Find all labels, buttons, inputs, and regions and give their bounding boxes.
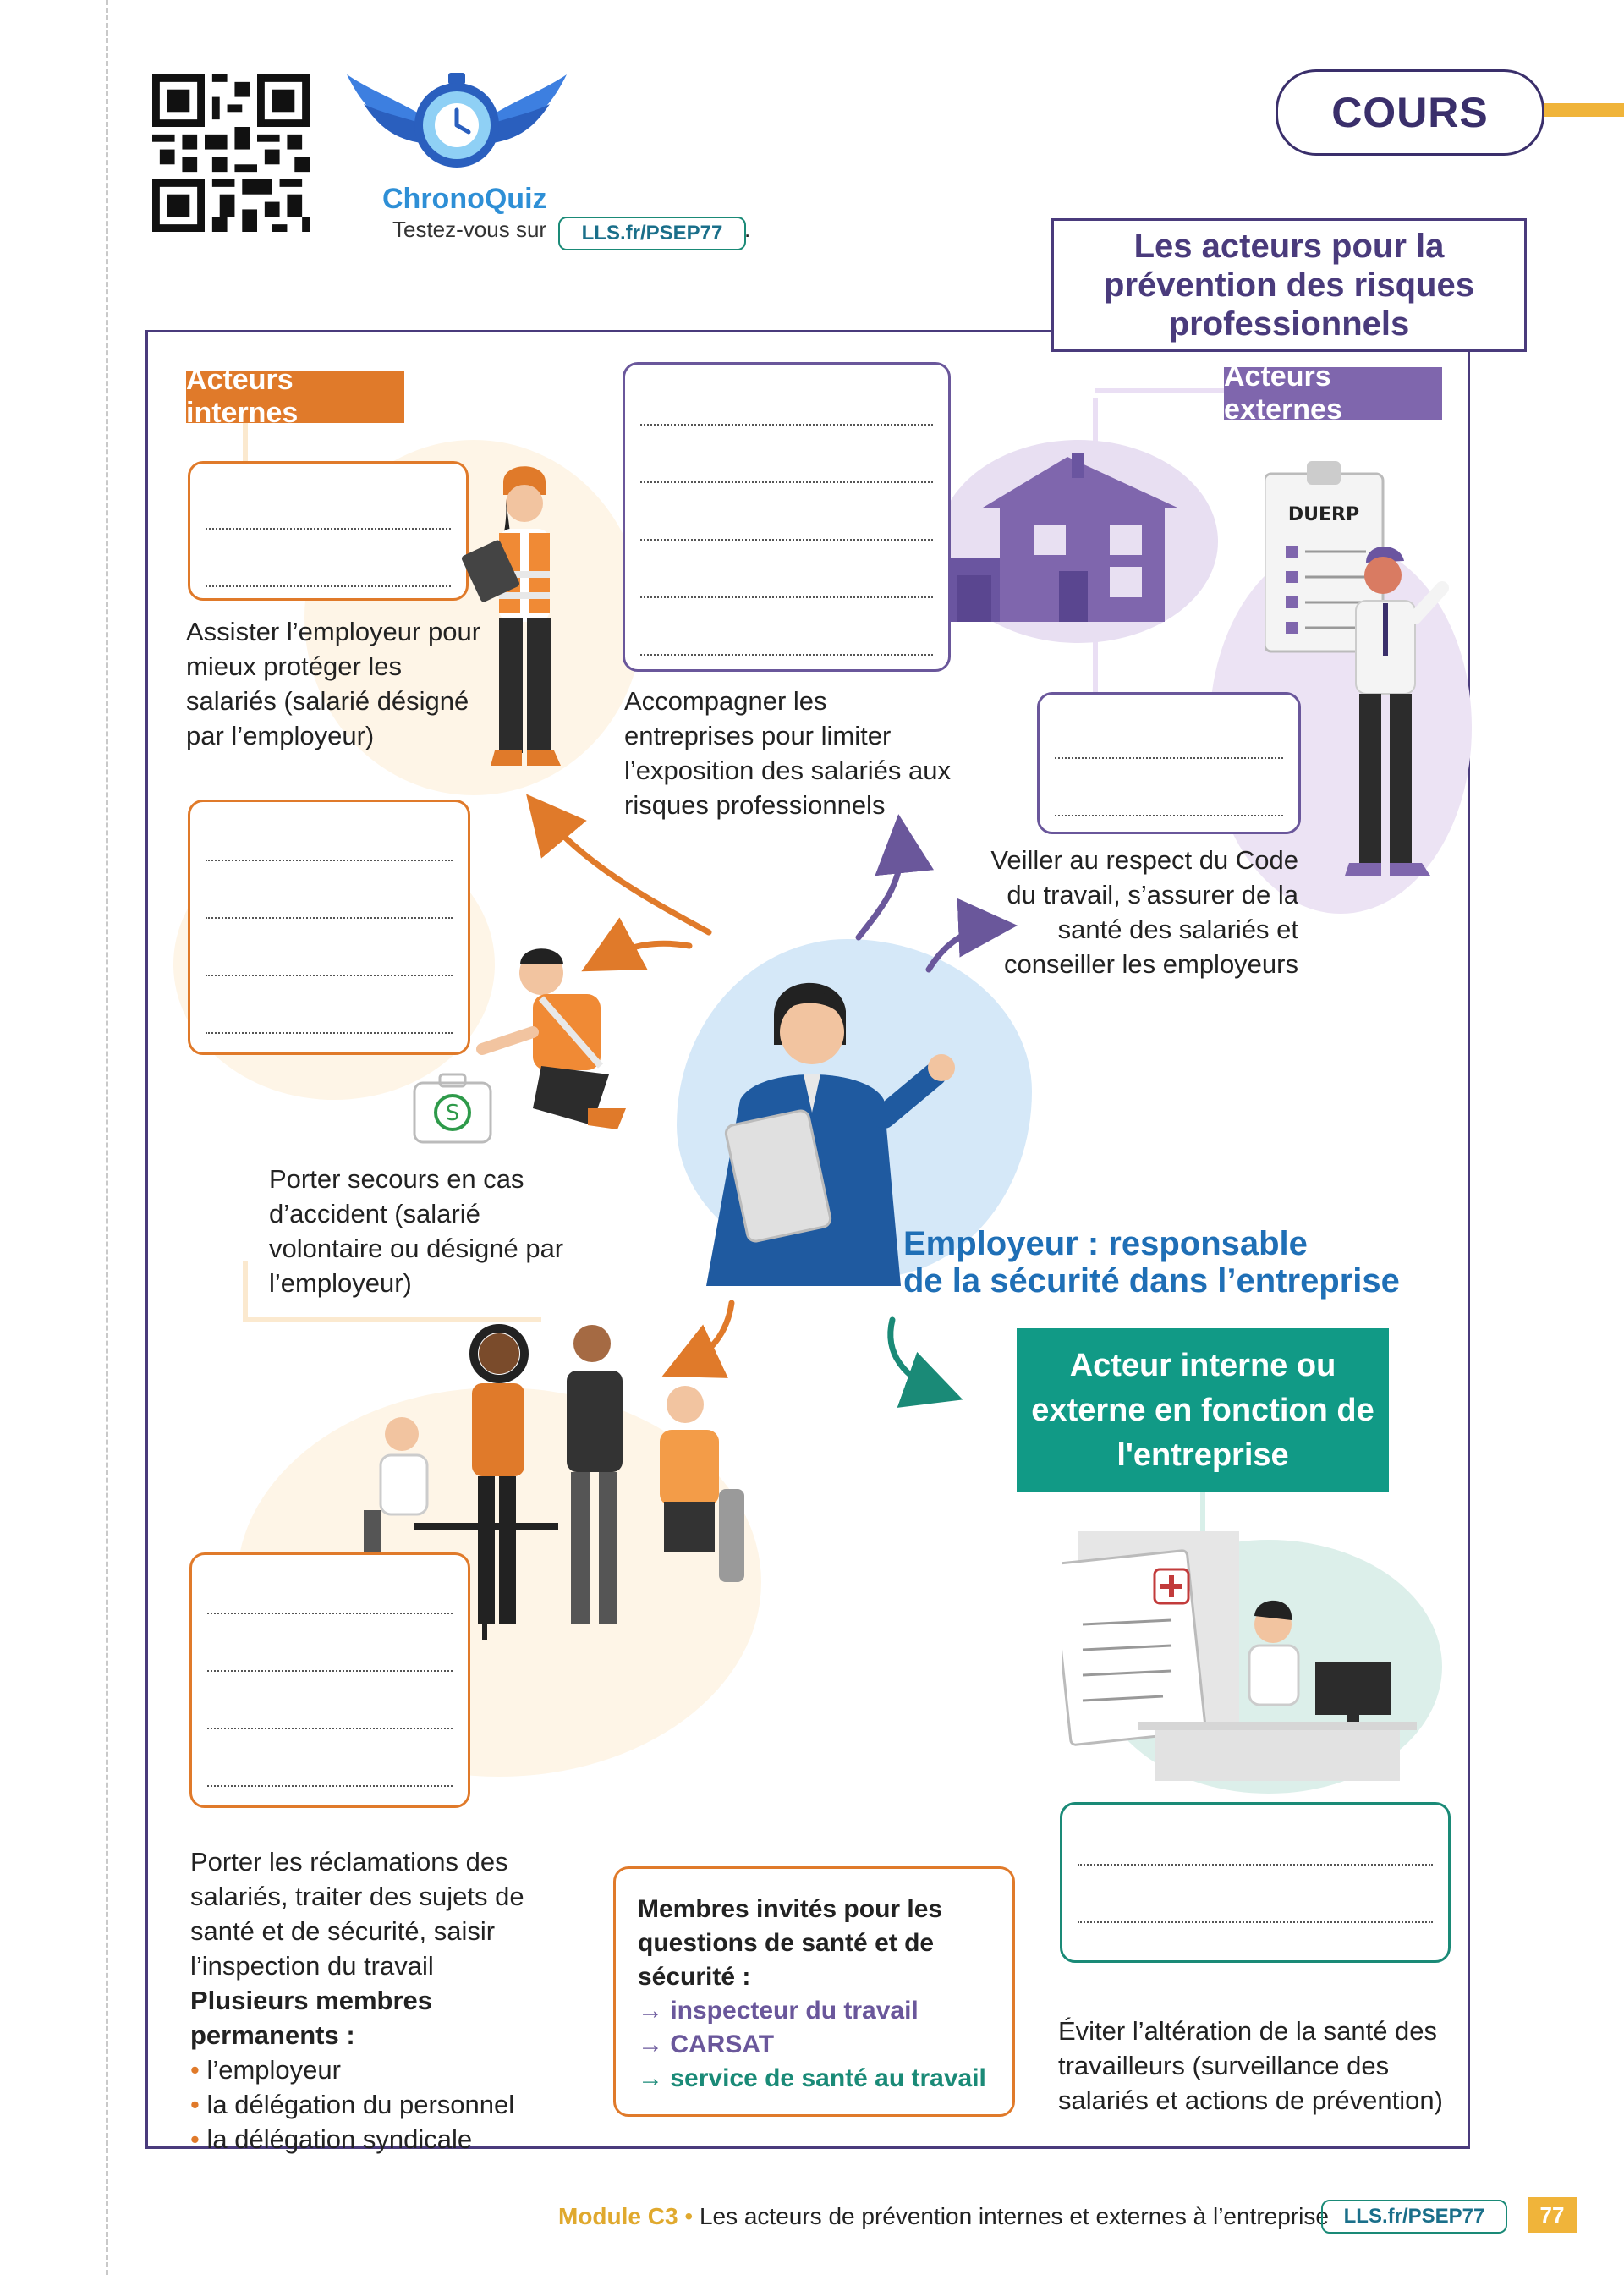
building-illustration xyxy=(949,453,1177,622)
employer-title-line2: de la sécurité dans l’entreprise xyxy=(903,1262,1400,1300)
safety-worker-woman-illustration xyxy=(461,466,561,766)
occupational-doctor-illustration xyxy=(1062,1531,1417,1781)
footer-bullet: • xyxy=(684,2203,694,2229)
arrow-to-health-service xyxy=(887,1316,963,1408)
tag-external-text: Acteurs externes xyxy=(1224,360,1342,426)
claims-description: Porter les réclamations des salariés, tr… xyxy=(190,1844,588,2157)
quiz-link-text: LLS.fr/PSEP77 xyxy=(581,222,723,245)
answer-line xyxy=(207,1579,453,1614)
arrow-to-rescuer xyxy=(581,917,693,972)
answer-line xyxy=(207,1729,453,1787)
assist-description: Assister l’employeur pour mieux protéger… xyxy=(186,617,481,750)
arrow-to-cse xyxy=(661,1300,735,1378)
answer-line xyxy=(207,1672,453,1729)
quiz-link[interactable]: LLS.fr/PSEP77 xyxy=(558,217,746,250)
content-frame xyxy=(145,330,1470,2149)
svg-text:S: S xyxy=(446,1101,460,1126)
answer-box-assistant[interactable] xyxy=(188,461,469,601)
quiz-suffix: . xyxy=(744,217,751,242)
first-aid-rescuer-illustration: S xyxy=(413,948,626,1144)
permanent-member-item: • la délégation du personnel xyxy=(190,2090,515,2119)
footer-link-text: LLS.fr/PSEP77 xyxy=(1343,2205,1485,2228)
page-title: Les acteurs pour la prévention des risqu… xyxy=(1051,218,1527,352)
page-number-text: 77 xyxy=(1539,2201,1565,2228)
section-label-text: COURS xyxy=(1331,89,1489,136)
tag-external-actors: Acteurs externes xyxy=(1224,360,1442,426)
answer-line xyxy=(640,483,933,541)
qr-code xyxy=(152,74,310,232)
answer-line xyxy=(207,1614,453,1672)
answer-box-cse[interactable] xyxy=(189,1552,470,1808)
answer-line xyxy=(206,487,451,530)
inspect-description: Veiller au respect du Code du travail, s… xyxy=(990,845,1298,979)
answer-line xyxy=(206,976,453,1034)
invited-member-carsat: → CARSAT xyxy=(638,2030,775,2058)
section-label: COURS xyxy=(1276,69,1544,156)
internal-or-external-text: Acteur interne ou externe en fonction de… xyxy=(1031,1347,1374,1473)
answer-line xyxy=(1078,1828,1433,1866)
arrow-to-assistant xyxy=(526,794,712,936)
answer-line xyxy=(1055,718,1283,759)
chronoquiz-logo xyxy=(347,73,567,168)
labour-inspector-illustration: DUERP xyxy=(1265,461,1449,876)
answer-line xyxy=(206,826,453,861)
footer-module: Module C3 xyxy=(558,2203,678,2229)
cours-accent-line xyxy=(1531,103,1624,117)
cut-line xyxy=(106,0,108,2275)
tag-internal-text: Acteurs internes xyxy=(186,364,299,429)
duerp-label: DUERP xyxy=(1288,504,1359,525)
answer-line xyxy=(1078,1866,1433,1923)
permanent-member-item: • la délégation syndicale xyxy=(190,2124,473,2154)
footer-link[interactable]: LLS.fr/PSEP77 xyxy=(1321,2200,1507,2234)
employer-title-line1: Employeur : responsable xyxy=(903,1225,1308,1262)
answer-line xyxy=(640,598,933,656)
answer-box-labour-inspection[interactable] xyxy=(1037,692,1301,834)
page-number: 77 xyxy=(1528,2197,1577,2233)
employer-illustration xyxy=(706,982,955,1286)
invited-member-health-service: → service de santé au travail xyxy=(638,2064,986,2092)
footer-text: Les acteurs de prévention internes et ex… xyxy=(699,2203,1329,2229)
footer-caption: Module C3 • Les acteurs de prévention in… xyxy=(558,2203,1329,2230)
invited-member-inspector: → inspecteur du travail xyxy=(638,1997,919,2025)
arrow-to-inspection xyxy=(925,898,1018,973)
answer-line xyxy=(1055,759,1283,816)
answer-line xyxy=(206,861,453,919)
permanent-members-title: Plusieurs membres permanents : xyxy=(190,1986,433,2050)
arrow-to-carsat xyxy=(855,814,934,941)
quiz-prompt: Testez-vous sur xyxy=(392,217,547,242)
answer-box-carsat[interactable] xyxy=(623,362,951,672)
invited-members-box: Membres invités pour les questions de sa… xyxy=(613,1866,1015,2117)
answer-line xyxy=(206,530,451,587)
accompany-description: Accompagner les entreprises pour limiter… xyxy=(624,686,951,820)
health-description: Éviter l’altération de la santé des trav… xyxy=(1058,2016,1443,2115)
rescue-description: Porter secours en cas d’accident (salari… xyxy=(269,1164,564,1298)
answer-box-first-aid[interactable] xyxy=(188,800,470,1055)
tag-internal-actors: Acteurs internes xyxy=(186,364,404,429)
invited-members-title: Membres invités pour les questions de sa… xyxy=(638,1895,943,1991)
permanent-member-item: • l’employeur xyxy=(190,2055,341,2085)
claims-text: Porter les réclamations des salariés, tr… xyxy=(190,1847,524,1981)
answer-line xyxy=(640,541,933,598)
answer-line xyxy=(206,919,453,976)
chronoquiz-name: ChronoQuiz xyxy=(382,183,547,215)
answer-line xyxy=(640,426,933,483)
page-title-text: Les acteurs pour la prévention des risqu… xyxy=(1104,228,1474,343)
internal-or-external-box: Acteur interne ou externe en fonction de… xyxy=(1017,1328,1389,1492)
employer-title: Employeur : responsable de la sécurité d… xyxy=(903,1225,1400,1300)
answer-line xyxy=(640,388,933,426)
answer-box-health-service[interactable] xyxy=(1060,1802,1451,1963)
